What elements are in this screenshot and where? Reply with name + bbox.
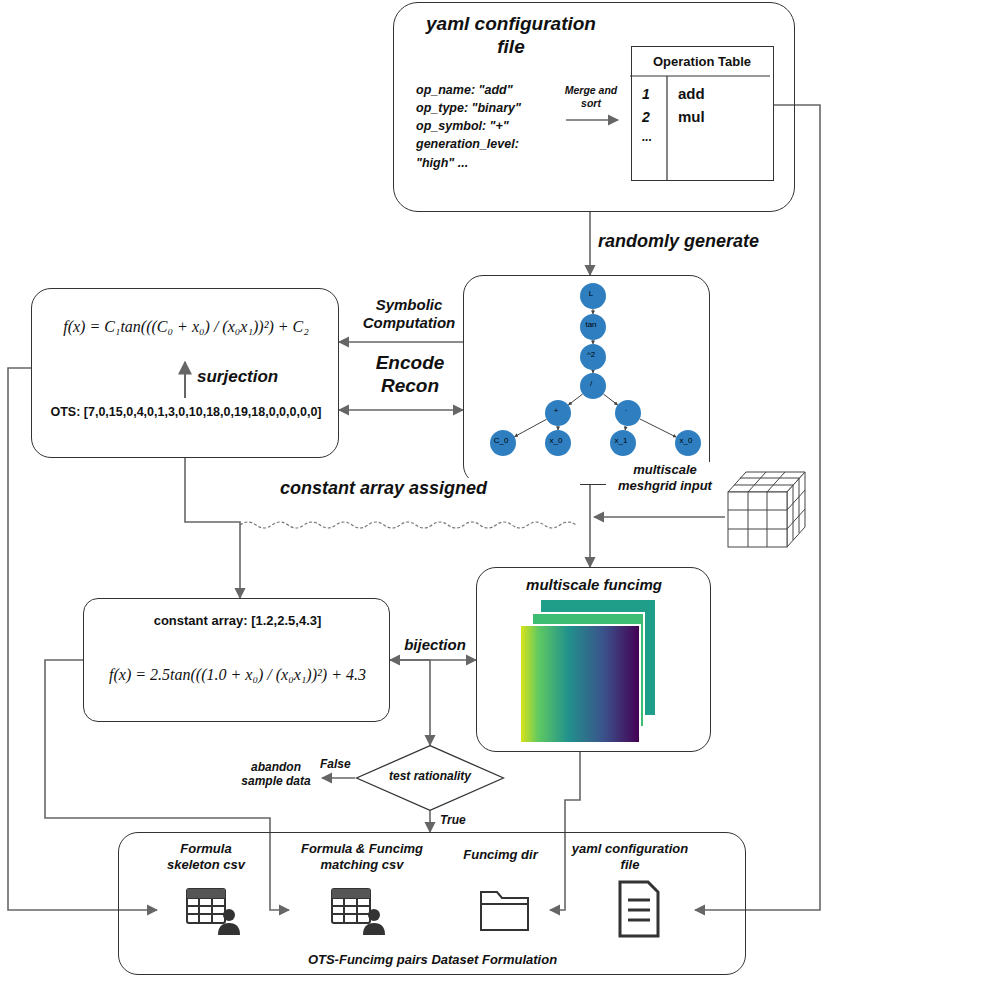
- flow-arrow: [589, 485, 591, 567]
- free-label: multiscale meshgrid input: [606, 462, 724, 493]
- node-title: f(x) = C₁tan(((C₀ + x₀) / (x₀x₁))²) + C₂: [37, 317, 335, 336]
- tree-node: L: [580, 283, 606, 309]
- flow-arrow: [550, 752, 580, 910]
- tree-node: +: [545, 400, 571, 426]
- tree-node: x_0: [675, 430, 701, 456]
- node-label: x_1: [610, 430, 632, 452]
- flow-arrow: [429, 811, 431, 832]
- surjection-arrow: [185, 362, 186, 398]
- funcimg-box: multiscale funcimg: [476, 567, 711, 752]
- node-title: Funcimg dir: [455, 847, 546, 863]
- node-text: 1: [642, 86, 664, 103]
- free-label: False: [320, 757, 356, 771]
- document-icon: [620, 882, 658, 936]
- decision-diamond: test rationality: [355, 745, 505, 811]
- node-title: OTS-Funcimg pairs Dataset Formulation: [123, 952, 742, 968]
- yaml-output: yaml configuration file: [567, 837, 695, 942]
- csv-icon: [187, 889, 240, 935]
- meshgrid-arrow: [594, 517, 725, 518]
- node-text: mul: [678, 108, 758, 126]
- false-arrow: [322, 778, 355, 779]
- node-text: OTS: [7,0,15,0,4,0,1,3,0,10,18,0,19,18,0…: [37, 405, 335, 420]
- edge-label: randomly generate: [598, 231, 798, 253]
- node-title: yaml configuration file: [421, 13, 601, 59]
- wavy-line: [240, 522, 576, 528]
- flow-arrow: [589, 212, 591, 275]
- node-title: test rationality: [368, 769, 492, 783]
- flow-arrow: [339, 409, 463, 411]
- node-label: +: [545, 400, 567, 422]
- merge-arrow: [566, 120, 618, 121]
- node-title: Formula & Funcimg matching csv: [291, 841, 433, 872]
- dataset-box: OTS-Funcimg pairs Dataset Formulation For…: [118, 832, 746, 975]
- node-title: yaml configuration file: [569, 841, 691, 872]
- node-title: Formula skeleton csv: [159, 841, 253, 872]
- flow-arrow: [390, 660, 430, 745]
- node-title: multiscale funcimg: [481, 576, 707, 594]
- node-label: ·: [615, 400, 637, 422]
- node-text: f(x) = 2.5tan(((1.0 + x₀) / (x₀x₁))²) + …: [89, 665, 386, 684]
- tree-node: tan: [580, 314, 606, 340]
- node-text: 2: [642, 109, 664, 126]
- csv-icon: [332, 889, 385, 935]
- csv-output: Formula skeleton csv: [157, 837, 257, 942]
- node-text: ...: [642, 130, 664, 144]
- tree-link: [568, 394, 582, 405]
- edge-label: Encode Recon: [358, 352, 462, 398]
- node-label: C_0: [490, 430, 512, 452]
- edge-label: True: [440, 813, 480, 827]
- node-text: surjection: [197, 367, 307, 387]
- meshgrid-cube: [728, 472, 805, 547]
- node-text: op_name: "add" op_type: "binary" op_symb…: [416, 81, 556, 172]
- operation-table: Operation Table 1 add 2 mul...: [631, 46, 774, 181]
- flow-arrow: [339, 341, 463, 343]
- tree-link: [603, 394, 617, 405]
- csv-output: Formula & Funcimg matching csv: [289, 837, 437, 942]
- constant-array-box: constant array: [1.2,2.5,4.3] f(x) = 2.5t…: [83, 598, 390, 722]
- expression-tree-box: Ltan ^2 / + · C_0 x_0 x_1 x_0: [463, 275, 710, 485]
- free-label: constant array assigned: [280, 478, 580, 500]
- node-label: x_0: [675, 430, 697, 452]
- tree-node: ^2: [580, 344, 606, 370]
- node-title: constant array: [1.2,2.5,4.3]: [89, 613, 386, 629]
- tree-node: x_0: [545, 430, 571, 456]
- edge-label: Symbolic Computation: [356, 296, 462, 332]
- node-label: tan: [580, 314, 602, 336]
- node-text: add: [678, 85, 758, 103]
- funcimg-stack: [519, 600, 655, 744]
- tree-link: [514, 419, 546, 437]
- tree-link: [640, 419, 677, 437]
- node-label: ^2: [580, 344, 602, 366]
- tree-node: x_1: [610, 430, 636, 456]
- free-label: abandon sample data: [232, 760, 320, 789]
- folder-icon: [481, 892, 528, 930]
- flow-arrow: [185, 458, 240, 598]
- node-label: x_0: [545, 430, 567, 452]
- folder-output: Funcimg dir: [453, 837, 550, 942]
- node-label: /: [580, 373, 602, 395]
- free-label: Merge and sort: [560, 84, 622, 109]
- node-title: Operation Table: [634, 54, 770, 70]
- flow-arrow: [695, 105, 820, 910]
- edge-label: bijection: [396, 636, 474, 654]
- tree-node: /: [580, 373, 606, 399]
- node-label: L: [580, 283, 602, 305]
- tree-node: ·: [615, 400, 641, 426]
- table-grid: [630, 76, 770, 180]
- formula-skeleton-box: f(x) = C₁tan(((C₀ + x₀) / (x₀x₁))²) + C₂…: [31, 288, 339, 458]
- tree-node: C_0: [490, 430, 516, 456]
